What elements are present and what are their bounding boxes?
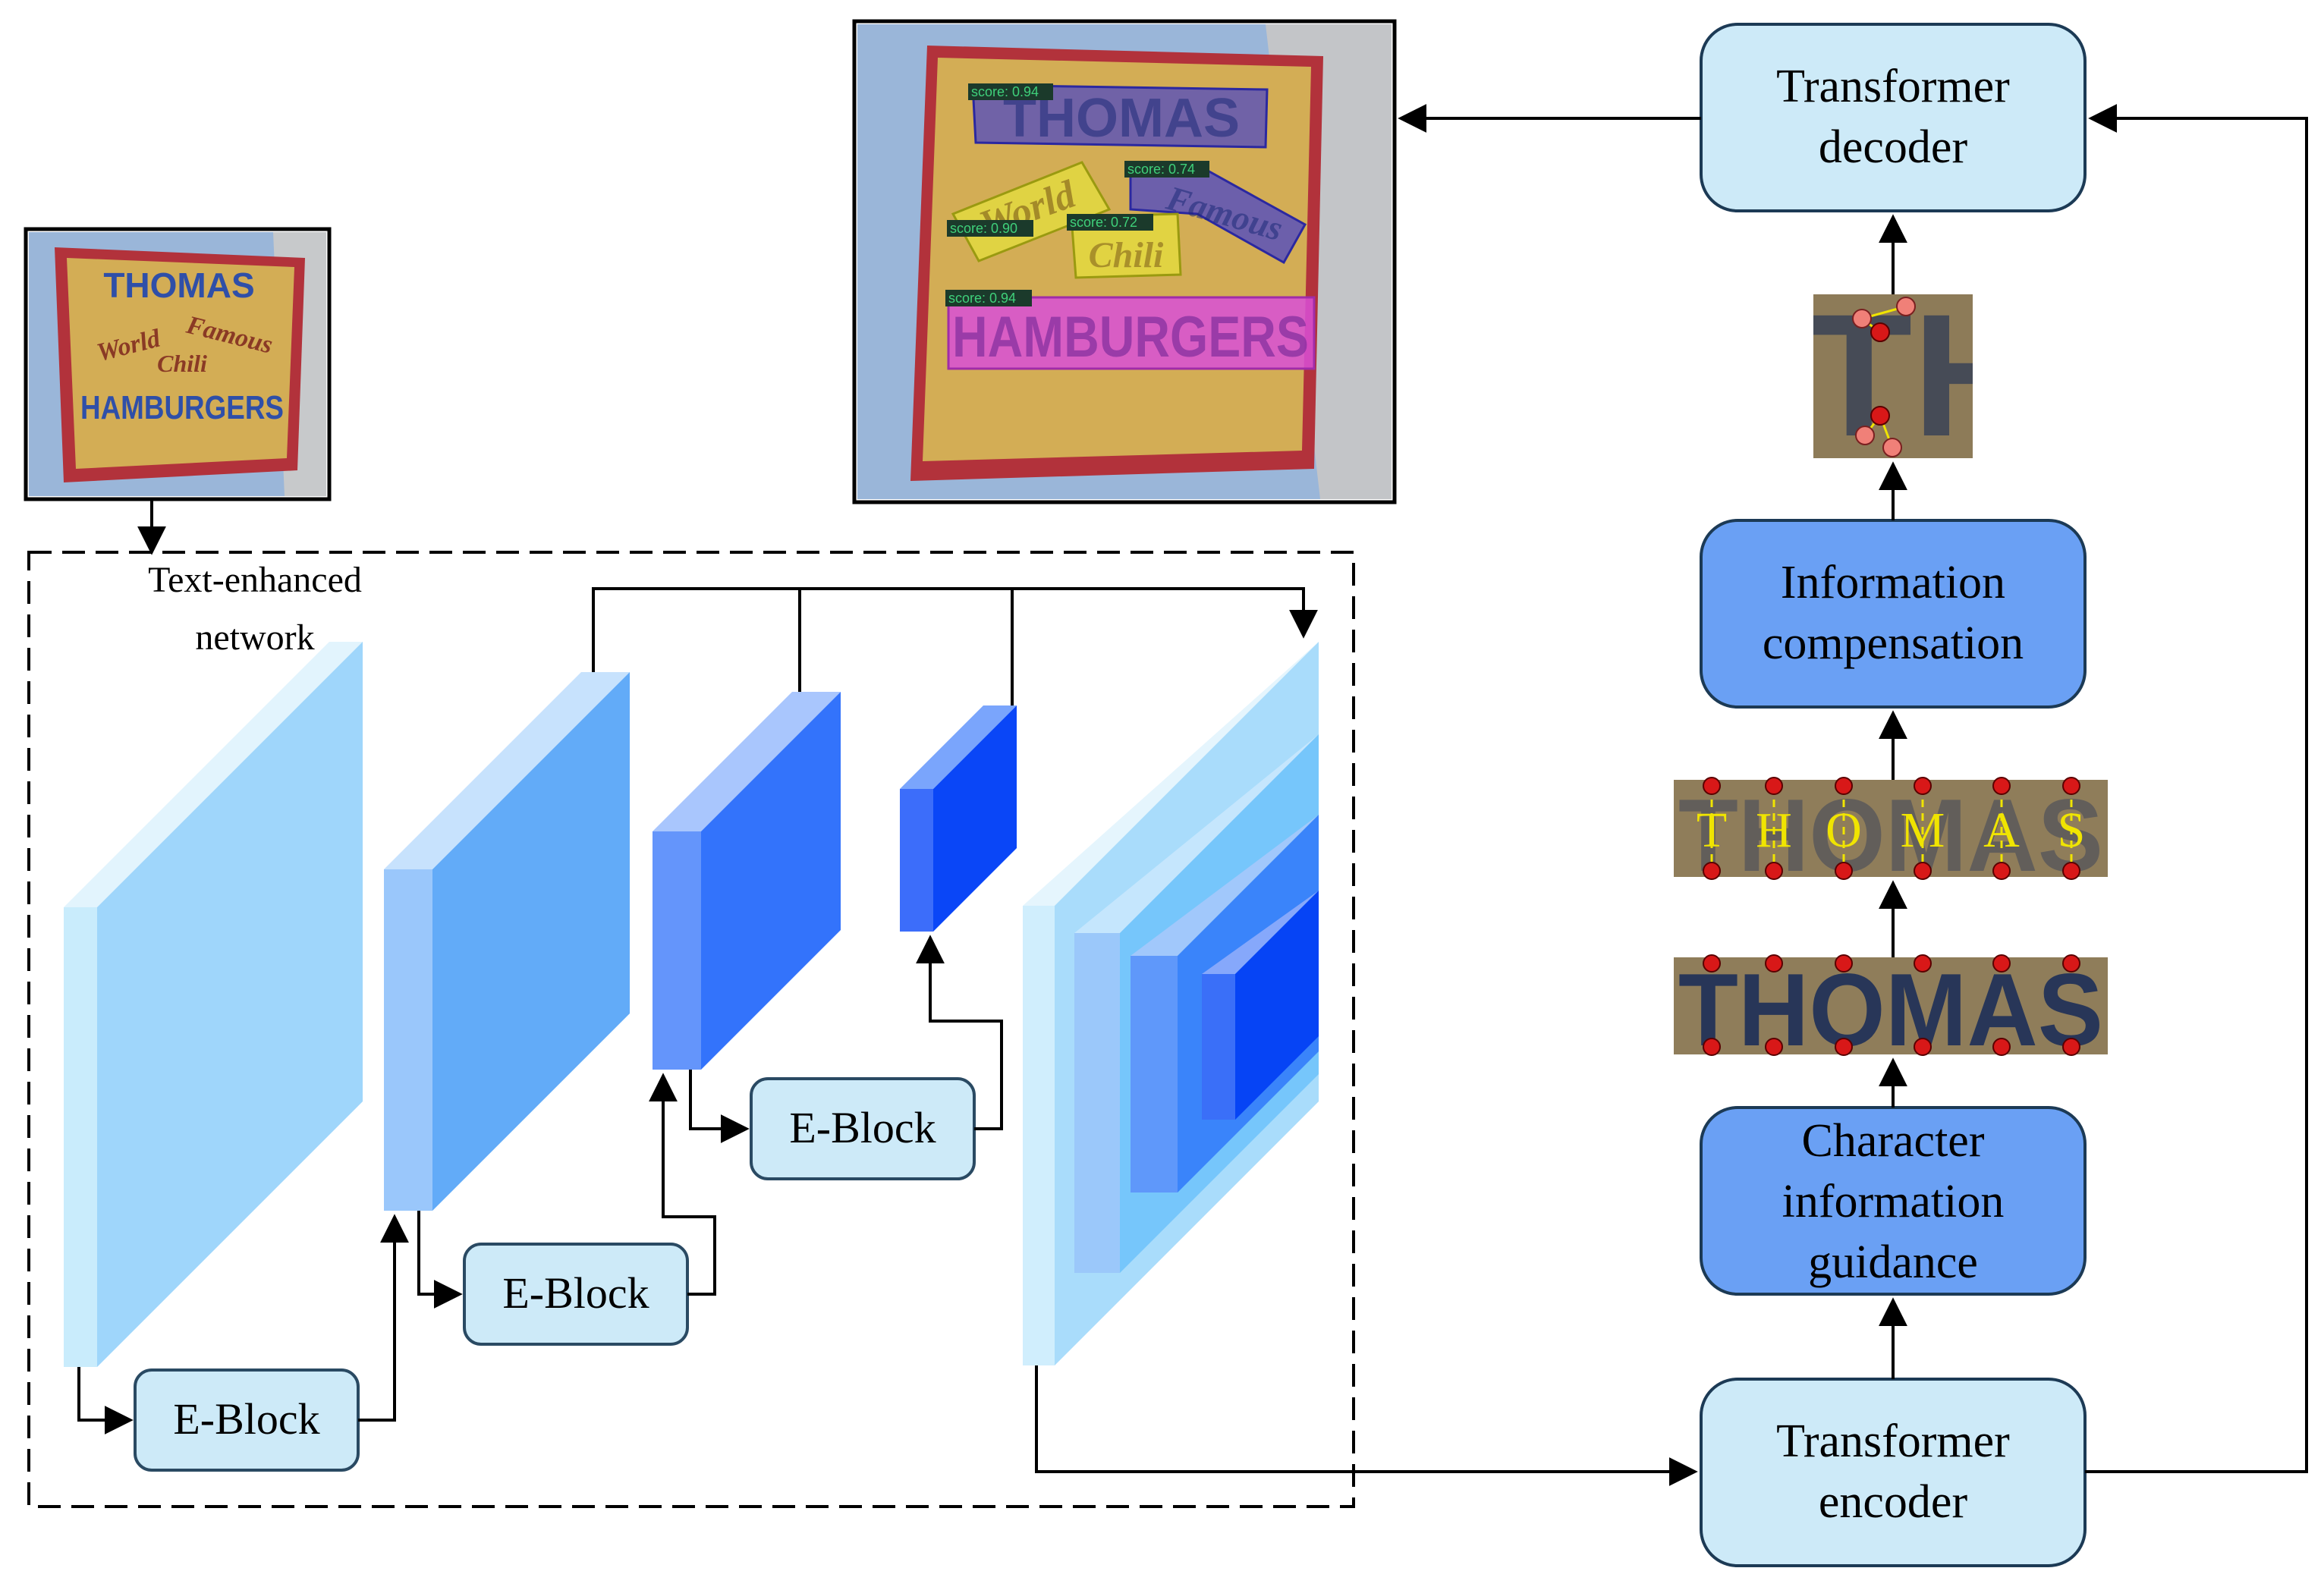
eblock-2-label: E-Block	[502, 1268, 649, 1318]
arrow-eblock1-to-map2	[358, 1214, 409, 1422]
detail-crop-text: TH	[1806, 278, 2039, 473]
detection-famous-score: score: 0.74	[1127, 162, 1195, 177]
eblock-1: E-Block	[134, 1368, 360, 1472]
detection-chili-word: Chili	[1089, 235, 1164, 275]
input-image-frame	[24, 227, 332, 501]
detection-famous-score-bg	[1124, 161, 1209, 178]
word-crop-background	[1674, 957, 2108, 1054]
output-image-frame	[852, 19, 1397, 504]
character-guidance-line2: information	[1782, 1176, 2005, 1227]
detection-thomas-score-bg	[968, 83, 1053, 100]
network-connectors	[77, 587, 1318, 1434]
feature-map-2	[384, 672, 630, 1211]
character-guidance-line3: guidance	[1808, 1236, 1978, 1288]
detection-thomas-score: score: 0.94	[971, 84, 1039, 99]
character-guidance-line1: Character	[1802, 1115, 1985, 1167]
detail-crop: TH	[1806, 278, 2039, 473]
input-sign-line4: HAMBURGERS	[80, 389, 284, 426]
fused-feature-map	[1023, 642, 1319, 1365]
character-crop: THOMAS T H O M A S	[1674, 777, 2108, 893]
feature-map-3	[653, 692, 841, 1070]
detection-hamburgers-score-bg	[945, 290, 1032, 306]
detection-chili-score-bg	[1067, 214, 1153, 231]
char-letter-t: T	[1697, 803, 1727, 858]
arrow-network-to-encoder	[1035, 1365, 1698, 1486]
detection-world-score: score: 0.90	[950, 221, 1017, 236]
transformer-decoder-line1: Transformer	[1776, 61, 2010, 112]
network-label-line2: network	[195, 617, 314, 658]
detection-hamburgers-word: HAMBURGERS	[952, 305, 1309, 369]
arrow-eblock3-to-map4	[916, 935, 1003, 1130]
transformer-encoder-line1: Transformer	[1776, 1416, 2010, 1467]
information-compensation: Information compensation	[1700, 519, 2087, 709]
char-letter-s: S	[2058, 803, 2086, 858]
detail-crop-points	[1852, 297, 1916, 457]
character-crop-letters: T H O M A S	[1697, 803, 2086, 858]
character-crop-points	[1703, 777, 2080, 880]
transformer-encoder-line2: encoder	[1819, 1476, 1968, 1528]
transformer-decoder-line2: decoder	[1819, 121, 1968, 173]
skip-connection-to-fused	[592, 587, 1318, 672]
transformer-encoder-box	[1700, 1378, 2087, 1567]
arrow-eblock2-to-map3	[649, 1073, 716, 1296]
word-crop: THOMAS	[1674, 952, 2108, 1067]
network-boundary	[27, 551, 1355, 1508]
character-crop-background	[1674, 780, 2108, 877]
character-crop-ghost-text: THOMAS	[1678, 778, 2103, 893]
information-compensation-box	[1700, 519, 2087, 709]
transformer-encoder: Transformer encoder	[1700, 1378, 2087, 1567]
character-information-guidance: Character information guidance	[1700, 1106, 2087, 1296]
pipeline-connectors	[1035, 104, 2308, 1486]
word-crop-text: THOMAS	[1678, 952, 2103, 1067]
char-letter-m: M	[1901, 803, 1945, 858]
detection-world-score-bg	[947, 220, 1033, 237]
input-sign-board	[67, 258, 294, 469]
transformer-decoder-box	[1700, 23, 2087, 212]
char-letter-o: O	[1826, 803, 1862, 858]
eblock-3: E-Block	[750, 1077, 976, 1180]
transformer-decoder: Transformer decoder	[1700, 23, 2087, 212]
arrow-map3-to-eblock3	[689, 1070, 750, 1143]
detection-hamburgers	[947, 296, 1316, 370]
character-crop-guides	[1710, 786, 2073, 871]
detection-hamburgers-score: score: 0.94	[948, 291, 1016, 306]
eblock-2: E-Block	[463, 1243, 689, 1346]
detection-chili-score: score: 0.72	[1070, 215, 1137, 230]
arrow-encoder-to-decoder	[2085, 104, 2308, 1473]
eblock-1-label: E-Block	[173, 1394, 319, 1444]
output-image: THOMAS score: 0.94 World score: 0.90 Fam…	[852, 19, 1397, 504]
input-sign-line3: Chili	[157, 350, 207, 377]
eblock-3-label: E-Block	[789, 1103, 936, 1152]
arrow-map1-to-eblock1	[77, 1367, 134, 1434]
information-compensation-line2: compensation	[1763, 617, 2024, 669]
network-label-line1: Text-enhanced	[148, 560, 362, 600]
input-sign-line1: THOMAS	[103, 266, 254, 305]
word-crop-points	[1703, 954, 2080, 1056]
feature-map-1	[64, 642, 363, 1367]
char-letter-a: A	[1983, 803, 2020, 858]
feature-map-4	[900, 705, 1017, 932]
information-compensation-line1: Information	[1781, 557, 2005, 608]
detail-crop-background	[1813, 294, 1973, 458]
char-letter-h: H	[1756, 803, 1792, 858]
detection-thomas	[971, 83, 1269, 149]
arrow-map2-to-eblock2	[417, 1211, 463, 1309]
input-image: THOMAS World Famous Chili HAMBURGERS	[24, 227, 332, 501]
